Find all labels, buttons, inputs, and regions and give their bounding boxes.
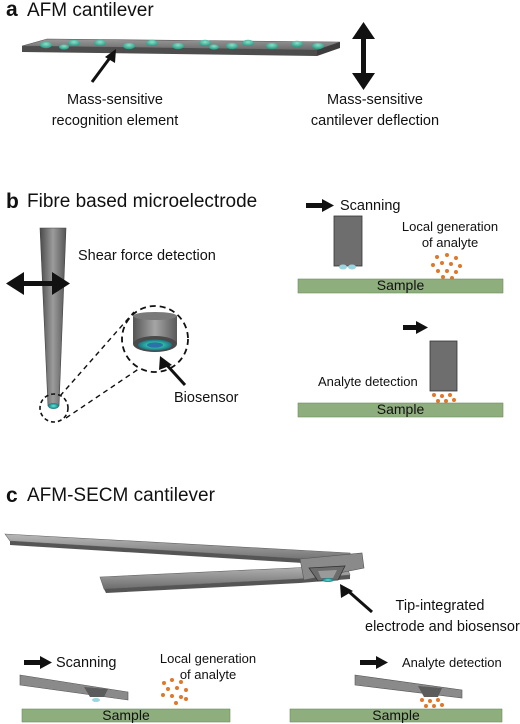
electrode-block-scanning-b <box>333 215 363 270</box>
scanning-label-b: Scanning <box>340 198 401 214</box>
electrode-block-detection-b <box>429 340 458 392</box>
scanning-label-c: Scanning <box>56 655 117 671</box>
deflection-double-arrow <box>352 22 375 90</box>
sample-strip-c-right <box>289 708 503 723</box>
analyte-particles-c-detection <box>420 698 444 708</box>
local-generation-label-b: Local generation of analyte <box>390 219 510 251</box>
panel-b-letter: b <box>6 190 19 213</box>
biosensor-pointer-arrow <box>159 356 187 387</box>
afm-secm-cantilever <box>4 533 365 593</box>
mini-cantilever-detection-c <box>354 674 463 699</box>
tip-label-line-2: electrode and biosensor <box>365 619 520 635</box>
panel-a-title: AFM cantilever <box>27 0 154 21</box>
local-generation-c-line-1: Local generation <box>159 651 257 666</box>
recognition-element-dots <box>40 39 324 50</box>
recognition-label-line-2: recognition element <box>51 113 179 129</box>
sample-strip-b-bottom <box>297 402 504 418</box>
sample-label-b-bottom: Sample <box>376 401 425 417</box>
analyte-particles-b-generation <box>431 253 462 280</box>
biosensor-label: Biosensor <box>174 390 239 406</box>
shear-force-label: Shear force detection <box>78 248 216 264</box>
mini-cantilever-scanning-c <box>19 674 129 702</box>
zoom-dashed-lines <box>59 311 147 419</box>
analyte-particles-b-detection <box>432 393 456 403</box>
biosensor-cylinder <box>133 312 177 352</box>
analyte-detection-label-b: Analyte detection <box>318 374 418 389</box>
fibre-microelectrode <box>39 227 67 409</box>
fibre-tip-zoom-circle <box>39 393 69 423</box>
deflection-label-line-1: Mass-sensitive <box>327 92 423 108</box>
afm-secm-tip <box>308 565 346 582</box>
tip-pointer-arrow <box>340 584 373 614</box>
detection-arrow-c <box>360 656 388 669</box>
local-generation-b-line-2: of analyte <box>421 235 479 250</box>
sample-label-b-top: Sample <box>376 277 425 293</box>
scanning-arrow-b <box>306 199 334 212</box>
local-generation-c-line-2: of analyte <box>179 667 237 682</box>
sample-label-c-left: Sample <box>102 707 150 723</box>
analyte-detection-label-c: Analyte detection <box>402 655 502 670</box>
panel-c-letter: c <box>6 484 18 507</box>
tip-label-line-1: Tip-integrated <box>395 598 485 614</box>
panel-c-title: AFM-SECM cantilever <box>27 485 215 506</box>
recognition-pointer-arrow <box>90 49 116 83</box>
panel-a-letter: a <box>6 0 18 21</box>
tip-integrated-label: Tip-integrated electrode and biosensor <box>365 596 520 638</box>
panel-b-title: Fibre based microelectrode <box>27 191 258 212</box>
sample-label-c-right: Sample <box>372 707 420 723</box>
shear-force-double-arrow <box>6 272 70 295</box>
sample-strip-c-left <box>21 708 231 723</box>
detection-arrow-b <box>403 321 428 334</box>
cantilever-deflection-label: Mass-sensitive cantilever deflection <box>290 90 460 132</box>
recognition-element-label: Mass-sensitive recognition element <box>30 90 200 132</box>
deflection-label-line-2: cantilever deflection <box>310 113 440 129</box>
analyte-particles-c-generation <box>161 678 188 705</box>
scanning-arrow-c <box>24 656 52 669</box>
recognition-label-line-1: Mass-sensitive <box>67 92 163 108</box>
local-generation-label-c: Local generation of analyte <box>148 651 268 683</box>
local-generation-b-line-1: Local generation <box>401 219 499 234</box>
sample-strip-b-top <box>297 278 504 294</box>
